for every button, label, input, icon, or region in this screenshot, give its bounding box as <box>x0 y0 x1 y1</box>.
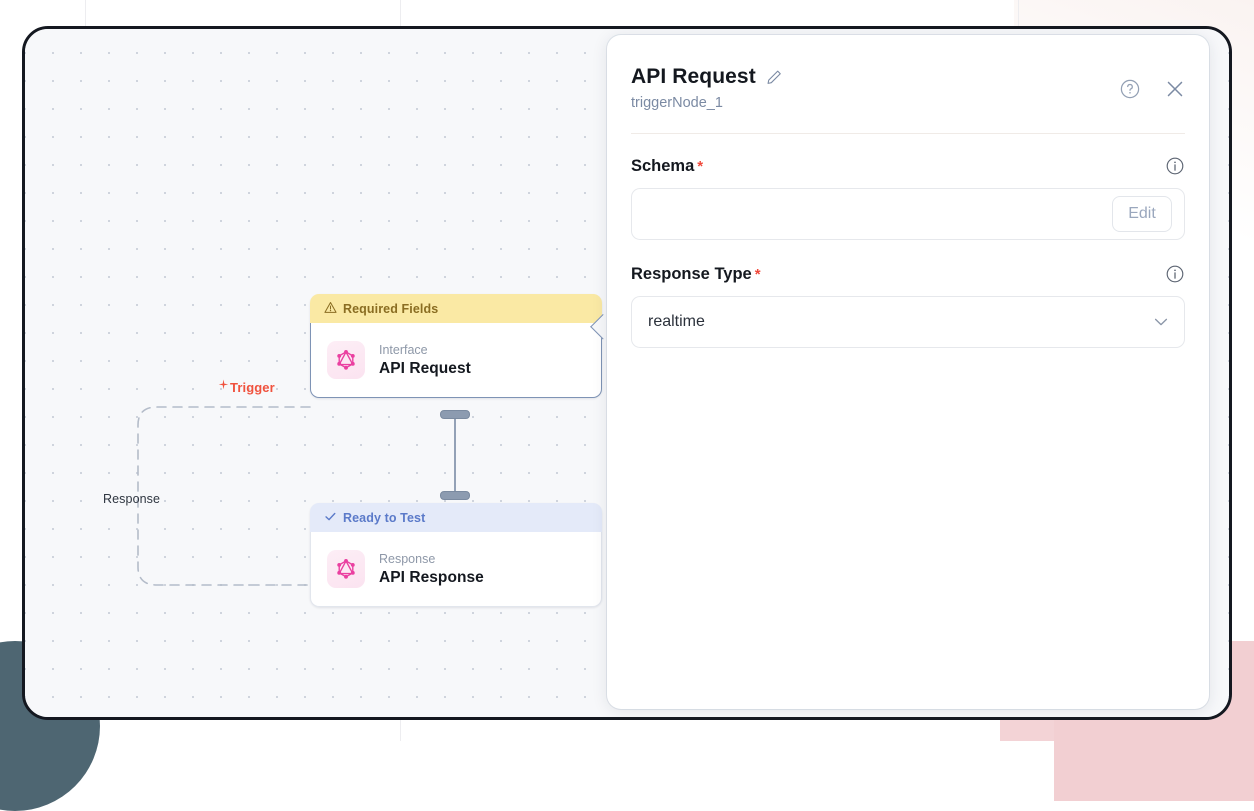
node-body-api-request[interactable]: Interface API Request <box>310 323 602 398</box>
field-schema-label-text: Schema <box>631 157 694 175</box>
warning-triangle-icon <box>324 301 337 317</box>
field-response-type-label-row: Response Type* <box>631 264 1185 284</box>
panel-subtitle: triggerNode_1 <box>631 95 1175 111</box>
lightning-bolt-icon <box>217 379 229 395</box>
field-schema: Schema* Edit <box>631 156 1185 240</box>
edge-label-response: Response <box>103 492 160 506</box>
info-circle-icon[interactable] <box>1165 264 1185 284</box>
response-type-select[interactable]: realtime <box>631 296 1185 348</box>
panel-actions <box>1119 77 1187 101</box>
pencil-icon[interactable] <box>766 69 783 86</box>
panel-title: API Request <box>631 65 756 89</box>
node-handle-source[interactable] <box>440 410 470 419</box>
required-asterisk: * <box>697 158 703 175</box>
node-title-label: API Request <box>379 360 471 378</box>
edge-response-path <box>138 407 310 585</box>
node-kind-label: Response <box>379 552 484 566</box>
node-handle-target[interactable] <box>440 491 470 500</box>
panel-title-row: API Request <box>631 65 1175 89</box>
panel-header: API Request triggerNode_1 <box>607 35 1209 111</box>
node-body-api-response[interactable]: Response API Response <box>310 532 602 607</box>
field-schema-label-row: Schema* <box>631 156 1185 176</box>
node-banner-text: Required Fields <box>343 302 438 316</box>
node-text-block: Response API Response <box>379 552 484 587</box>
panel-body: Schema* Edit <box>607 134 1209 709</box>
check-icon <box>324 510 337 526</box>
graphql-icon <box>327 550 365 588</box>
schema-edit-button[interactable]: Edit <box>1112 196 1172 232</box>
node-banner-required-fields: Required Fields <box>310 294 602 323</box>
edge-label-trigger: Trigger <box>217 379 275 395</box>
node-text-block: Interface API Request <box>379 343 471 378</box>
field-schema-control[interactable]: Edit <box>631 188 1185 240</box>
field-response-type: Response Type* realtime <box>631 264 1185 348</box>
field-schema-label: Schema* <box>631 157 703 176</box>
info-circle-icon[interactable] <box>1165 156 1185 176</box>
app-window: Trigger Response Required Fields <box>22 26 1232 720</box>
node-kind-label: Interface <box>379 343 471 357</box>
node-api-request[interactable]: Required Fields <box>310 294 602 398</box>
chevron-down-icon[interactable] <box>1152 313 1170 331</box>
circle-question-icon[interactable] <box>1119 78 1141 100</box>
graphql-icon <box>327 341 365 379</box>
response-type-selected-value: realtime <box>648 313 1152 331</box>
node-api-response[interactable]: Ready to Test <box>310 503 602 607</box>
node-banner-text: Ready to Test <box>343 511 425 525</box>
node-banner-ready-to-test: Ready to Test <box>310 503 602 532</box>
field-response-type-label: Response Type* <box>631 265 761 284</box>
field-response-type-label-text: Response Type <box>631 265 752 283</box>
node-properties-panel: API Request triggerNode_1 <box>607 35 1209 709</box>
edge-label-trigger-text: Trigger <box>230 380 275 395</box>
node-title-label: API Response <box>379 569 484 587</box>
close-x-icon[interactable] <box>1163 77 1187 101</box>
required-asterisk: * <box>755 266 761 283</box>
